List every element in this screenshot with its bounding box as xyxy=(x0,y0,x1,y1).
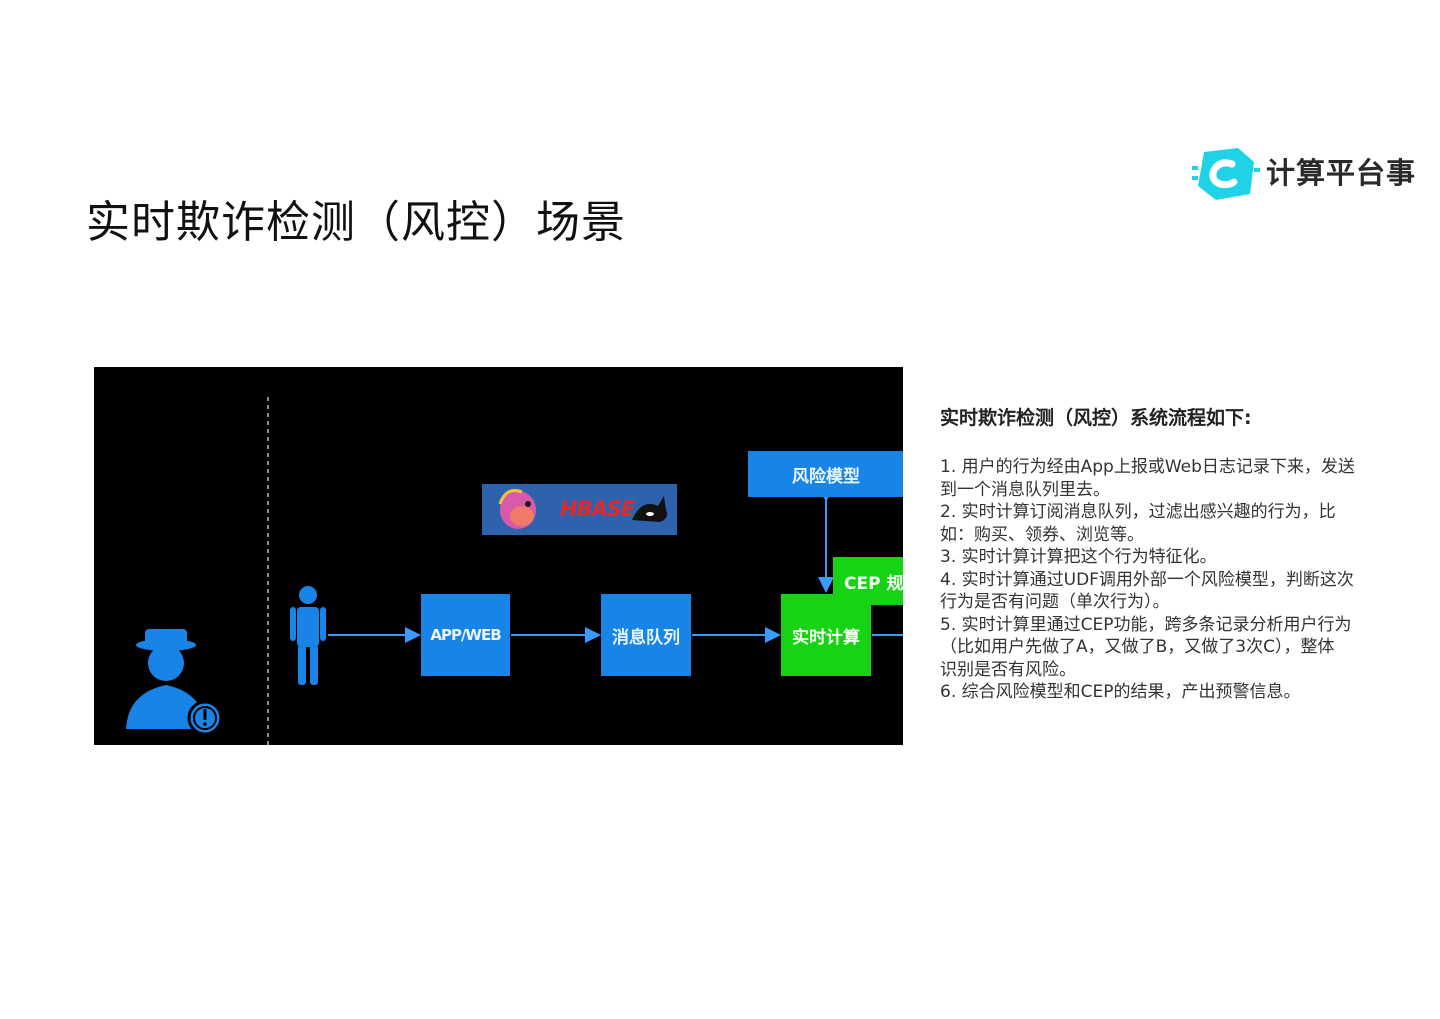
slide-title: 实时欺诈检测（风控）场景 xyxy=(86,197,626,248)
fraudster-icon xyxy=(126,629,206,729)
logo-c-icon xyxy=(1192,148,1260,200)
hbase-text: HBASE xyxy=(560,497,635,521)
step-2: 2. 实时计算订阅消息队列，过滤出感兴趣的行为，比 如：购买、领券、浏览等。 xyxy=(940,502,1336,545)
squirrel-logo-icon xyxy=(498,489,536,529)
diagram-lines xyxy=(126,397,903,745)
hbase-badge: HBASE xyxy=(482,484,677,535)
app-web-box: APP/WEB xyxy=(421,594,510,676)
step-5: 5. 实时计算里通过CEP功能，跨多条记录分析用户行为 （比如用户先做了A，又做… xyxy=(940,614,1352,680)
step-3: 3. 实时计算计算把这个行为特征化。 xyxy=(940,547,1217,567)
user-icon xyxy=(290,586,326,685)
risk-model-box: 风险模型 xyxy=(748,451,903,497)
logo-text: 计算平台事 xyxy=(1266,156,1417,190)
warning-icon xyxy=(187,700,223,736)
message-queue-box: 消息队列 xyxy=(601,594,691,676)
step-1: 1. 用户的行为经由App上报或Web日志记录下来，发送 到一个消息队列里去。 xyxy=(940,457,1355,500)
step-6: 6. 综合风险模型和CEP的结果，产出预警信息。 xyxy=(940,682,1301,702)
flow-description-panel: 实时欺诈检测（风控）系统流程如下: 1. 用户的行为经由App上报或Web日志记… xyxy=(940,403,1410,704)
realtime-compute-box: 实时计算 xyxy=(781,594,871,676)
fraud-detection-diagram: HBASE 风险模型 CEP 规 APP/WEB 消息队列 实时计算 xyxy=(94,367,903,745)
step-4: 4. 实时计算通过UDF调用外部一个风险模型，判断这次 行为是否有问题（单次行为… xyxy=(940,569,1354,613)
orca-icon xyxy=(632,496,668,522)
panel-heading: 实时欺诈检测（风控）系统流程如下: xyxy=(940,407,1252,429)
brand-logo: 计算平台事 xyxy=(1192,146,1415,202)
